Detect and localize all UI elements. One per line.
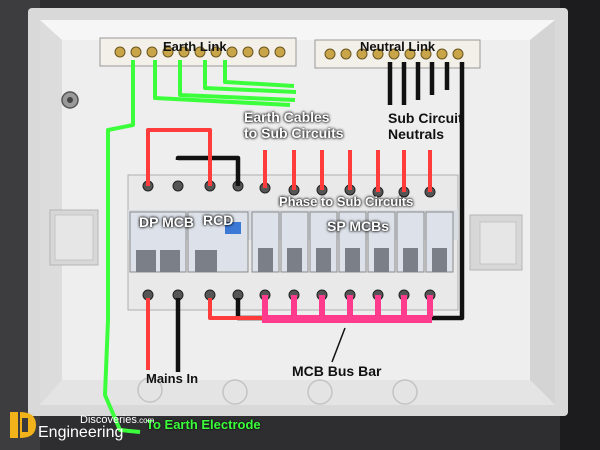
neutral-link-terminal (314, 39, 481, 69)
bus-bar-callout-line (331, 327, 346, 363)
cable-knockouts (137, 377, 418, 405)
neutral-wires (175, 62, 465, 372)
logo-line2: Engineering (38, 424, 124, 441)
rcd-label: RCD (203, 212, 234, 228)
breaker-row (127, 174, 459, 311)
sp-mcbs-label: SP MCBs (327, 218, 389, 234)
mains-in-label: Mains In (146, 371, 199, 386)
earth-cables-line2: to Sub Circuits (244, 125, 344, 142)
logo-suffix: .com (136, 416, 155, 425)
neutral-link-label: Neutral Link (360, 39, 436, 54)
logo-discoveries: Discoveries (80, 414, 137, 426)
mcb-bus-bar-label: MCB Bus Bar (292, 363, 382, 379)
left-cover-clip (49, 209, 99, 266)
phase-to-sub-circuits-label: Phase to Sub Circuits (279, 194, 414, 209)
earth-cables-line1: Earth Cables (244, 109, 330, 125)
sp-mcb-devices (251, 211, 454, 273)
sub-circuit-line1: Sub Circuit (388, 110, 463, 126)
sub-circuit-line2: Neutrals (388, 126, 445, 143)
earth-wires (103, 60, 297, 434)
logo-mark (10, 412, 36, 438)
dp-mcb-label: DP MCB (139, 214, 194, 230)
sub-circuit-neutrals-label: Sub Circuit Neutrals (388, 110, 463, 142)
phase-wires (146, 128, 432, 370)
to-earth-electrode-label: To Earth Electrode (146, 417, 261, 432)
mcb-bus-bar (262, 295, 433, 323)
logo-line1: Discoveries.com (80, 414, 154, 426)
rcd-device (187, 211, 249, 273)
right-cover-clip (469, 214, 523, 271)
earth-cables-label: Earth Cables to Sub Circuits (244, 109, 344, 141)
earth-link-label: Earth Link (163, 39, 227, 54)
